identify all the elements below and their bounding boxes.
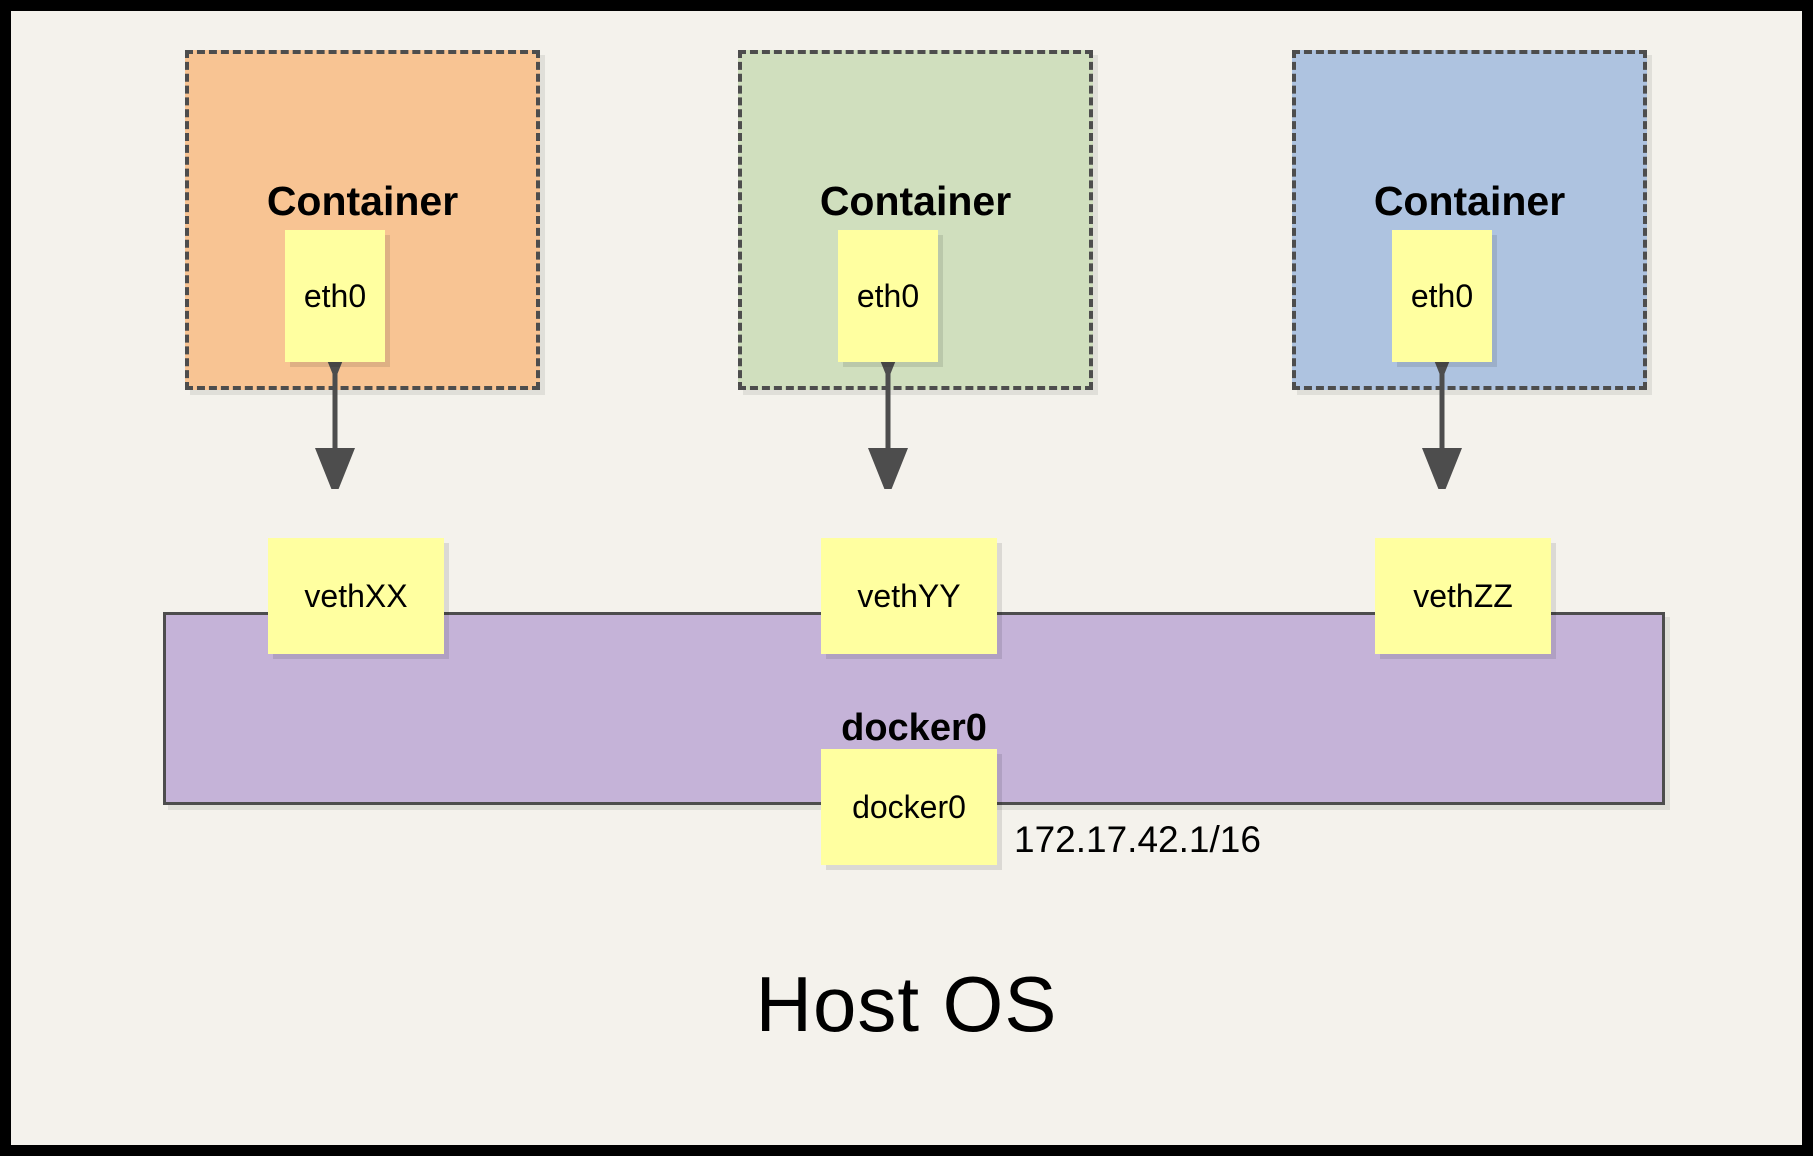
- docker0-ip-label: 172.17.42.1/16: [1014, 819, 1261, 860]
- container-title-3: Container: [1373, 178, 1566, 224]
- container-title-1: Container: [266, 178, 459, 224]
- container-title-2: Container: [819, 178, 1012, 224]
- docker0-bridge-label: docker0: [841, 707, 987, 749]
- container-eth0-2: eth0: [838, 230, 938, 362]
- link-arrow-3: [1412, 330, 1472, 498]
- docker0-iface-box: docker0: [821, 749, 997, 865]
- diagram-page: Container eth0 vethXX Container e: [11, 11, 1802, 1145]
- container-eth0-3: eth0: [1392, 230, 1492, 362]
- link-arrow-1: [305, 330, 365, 498]
- veth-box-1: vethXX: [268, 538, 444, 654]
- veth-box-3: vethZZ: [1375, 538, 1551, 654]
- veth-box-2: vethYY: [821, 538, 997, 654]
- link-arrow-2: [858, 330, 918, 498]
- container-eth0-1: eth0: [285, 230, 385, 362]
- host-os-label: Host OS: [755, 960, 1058, 1048]
- container-box-3: Container: [1292, 50, 1647, 390]
